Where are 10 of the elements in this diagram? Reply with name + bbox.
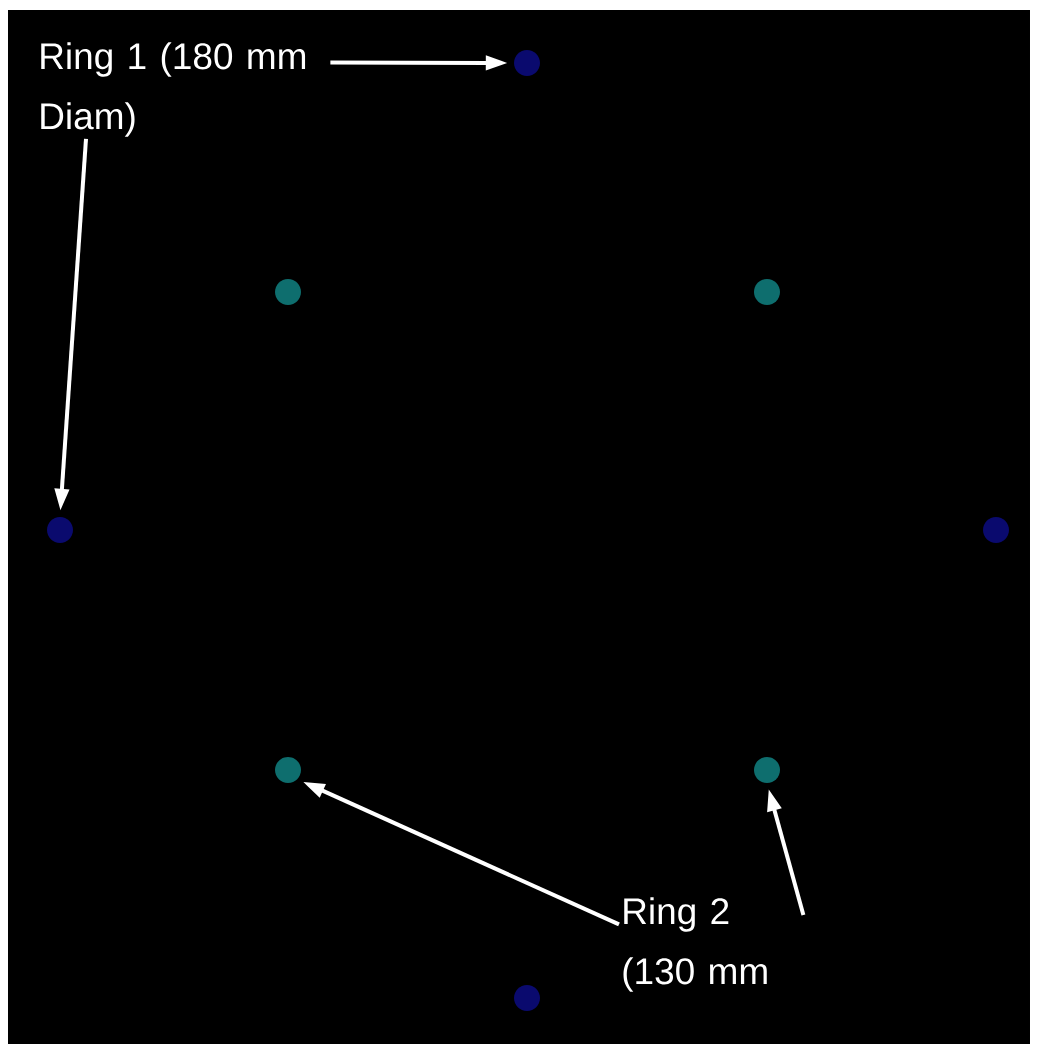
dot [275,279,301,305]
callout-label: Ring 2 (130 mm [623,897,767,992]
dot [983,517,1009,543]
callout-label: Ring 1 (180 mm Diam) [41,42,306,137]
dot [275,757,301,783]
dot [754,757,780,783]
dot [47,517,73,543]
dot [514,50,540,76]
dot [754,279,780,305]
dot [514,985,540,1011]
